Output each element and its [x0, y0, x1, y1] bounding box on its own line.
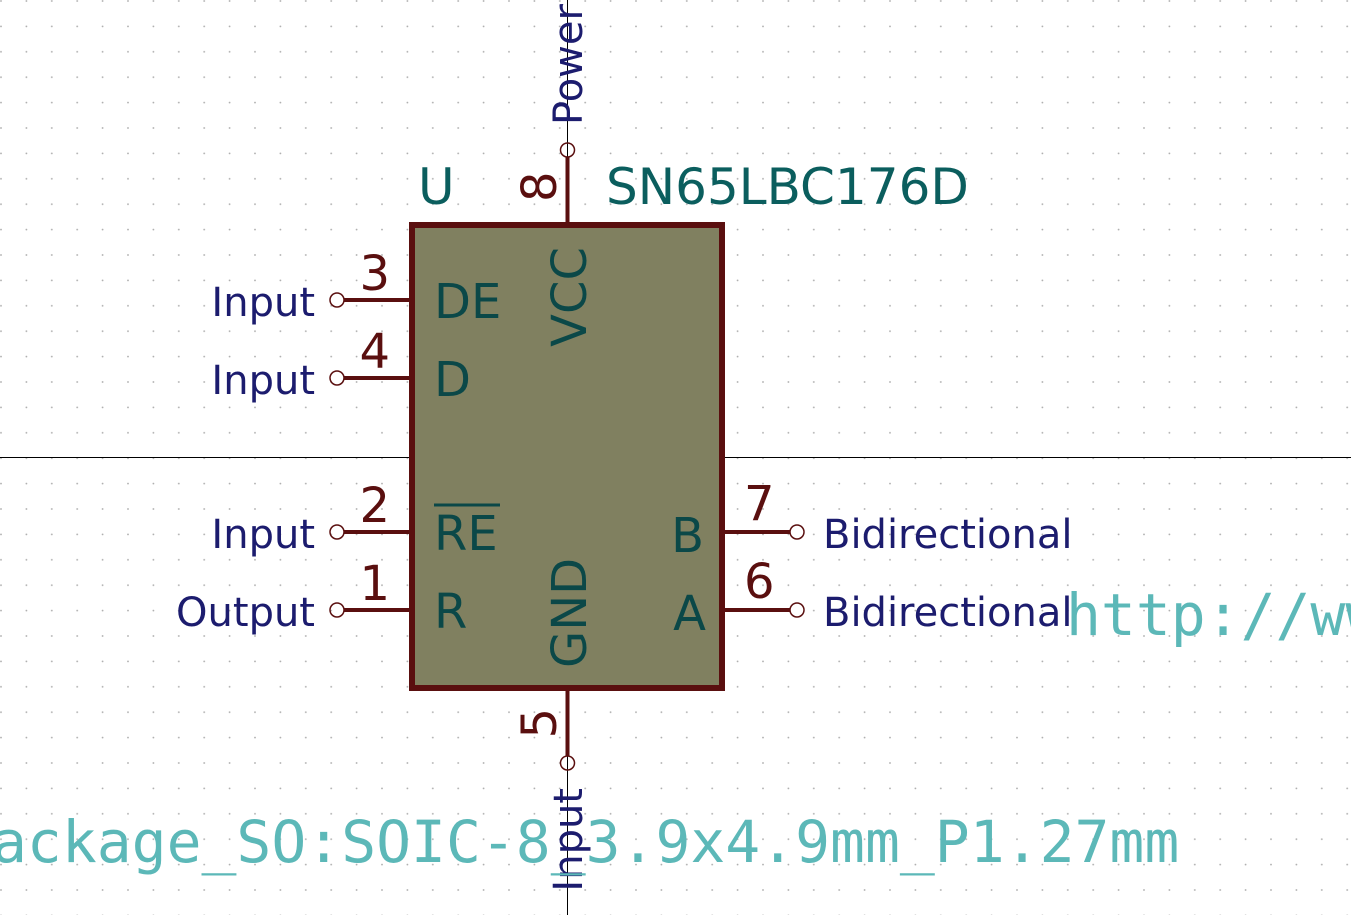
- component-reference[interactable]: U: [418, 158, 455, 216]
- pin-name: GND: [542, 558, 598, 668]
- pin-type: Bidirectional: [823, 512, 1072, 558]
- pin-connection-point[interactable]: [789, 602, 805, 618]
- pin-number: 1: [359, 556, 390, 612]
- pin-type: Input: [211, 512, 315, 558]
- pin-3[interactable]: 3 DE Input: [211, 246, 501, 330]
- pin-8[interactable]: 8 VCC Power: [512, 4, 598, 347]
- pin-5[interactable]: 5 GND Input: [512, 558, 598, 892]
- component-datasheet[interactable]: http://ww: [1066, 581, 1351, 649]
- component-value[interactable]: SN65LBC176D: [606, 158, 969, 216]
- pin-name: D: [434, 352, 471, 408]
- pin-connection-point[interactable]: [329, 292, 345, 308]
- pin-connection-point[interactable]: [559, 142, 576, 158]
- pin-connection-point[interactable]: [329, 370, 345, 386]
- pin-6[interactable]: 6 A Bidirectional: [673, 554, 1072, 642]
- pin-connection-point[interactable]: [789, 524, 805, 540]
- pin-1[interactable]: 1 R Output: [176, 556, 467, 640]
- component-footprint[interactable]: ackage_SO:SOIC-8_3.9x4.9mm_P1.27mm: [0, 808, 1179, 876]
- pin-connection-point[interactable]: [329, 524, 345, 540]
- pin-7[interactable]: 7 B Bidirectional: [671, 476, 1072, 564]
- pin-name: RE: [434, 506, 498, 562]
- pin-number: 7: [744, 476, 775, 532]
- pin-type: Power: [546, 4, 592, 125]
- pin-connection-point[interactable]: [329, 602, 345, 618]
- pin-type: Input: [211, 280, 315, 326]
- pin-type: Input: [211, 358, 315, 404]
- pin-number: 4: [359, 324, 390, 380]
- component-body[interactable]: [409, 222, 725, 691]
- pin-number: 5: [512, 708, 568, 739]
- pin-number: 2: [359, 478, 390, 534]
- pin-number: 8: [512, 171, 568, 202]
- pin-name: VCC: [542, 247, 598, 347]
- pin-type: Output: [176, 590, 315, 636]
- pin-type: Bidirectional: [823, 590, 1072, 636]
- pin-name: R: [434, 584, 467, 640]
- pin-4[interactable]: 4 D Input: [211, 324, 471, 408]
- pin-number: 6: [744, 554, 775, 610]
- pin-name: A: [673, 586, 706, 642]
- pin-type: Input: [546, 788, 592, 892]
- pin-connection-point[interactable]: [559, 755, 576, 771]
- pin-name: B: [671, 508, 704, 564]
- pin-name: DE: [434, 274, 501, 330]
- pin-number: 3: [359, 246, 390, 302]
- pin-2[interactable]: 2 RE Input: [211, 478, 500, 562]
